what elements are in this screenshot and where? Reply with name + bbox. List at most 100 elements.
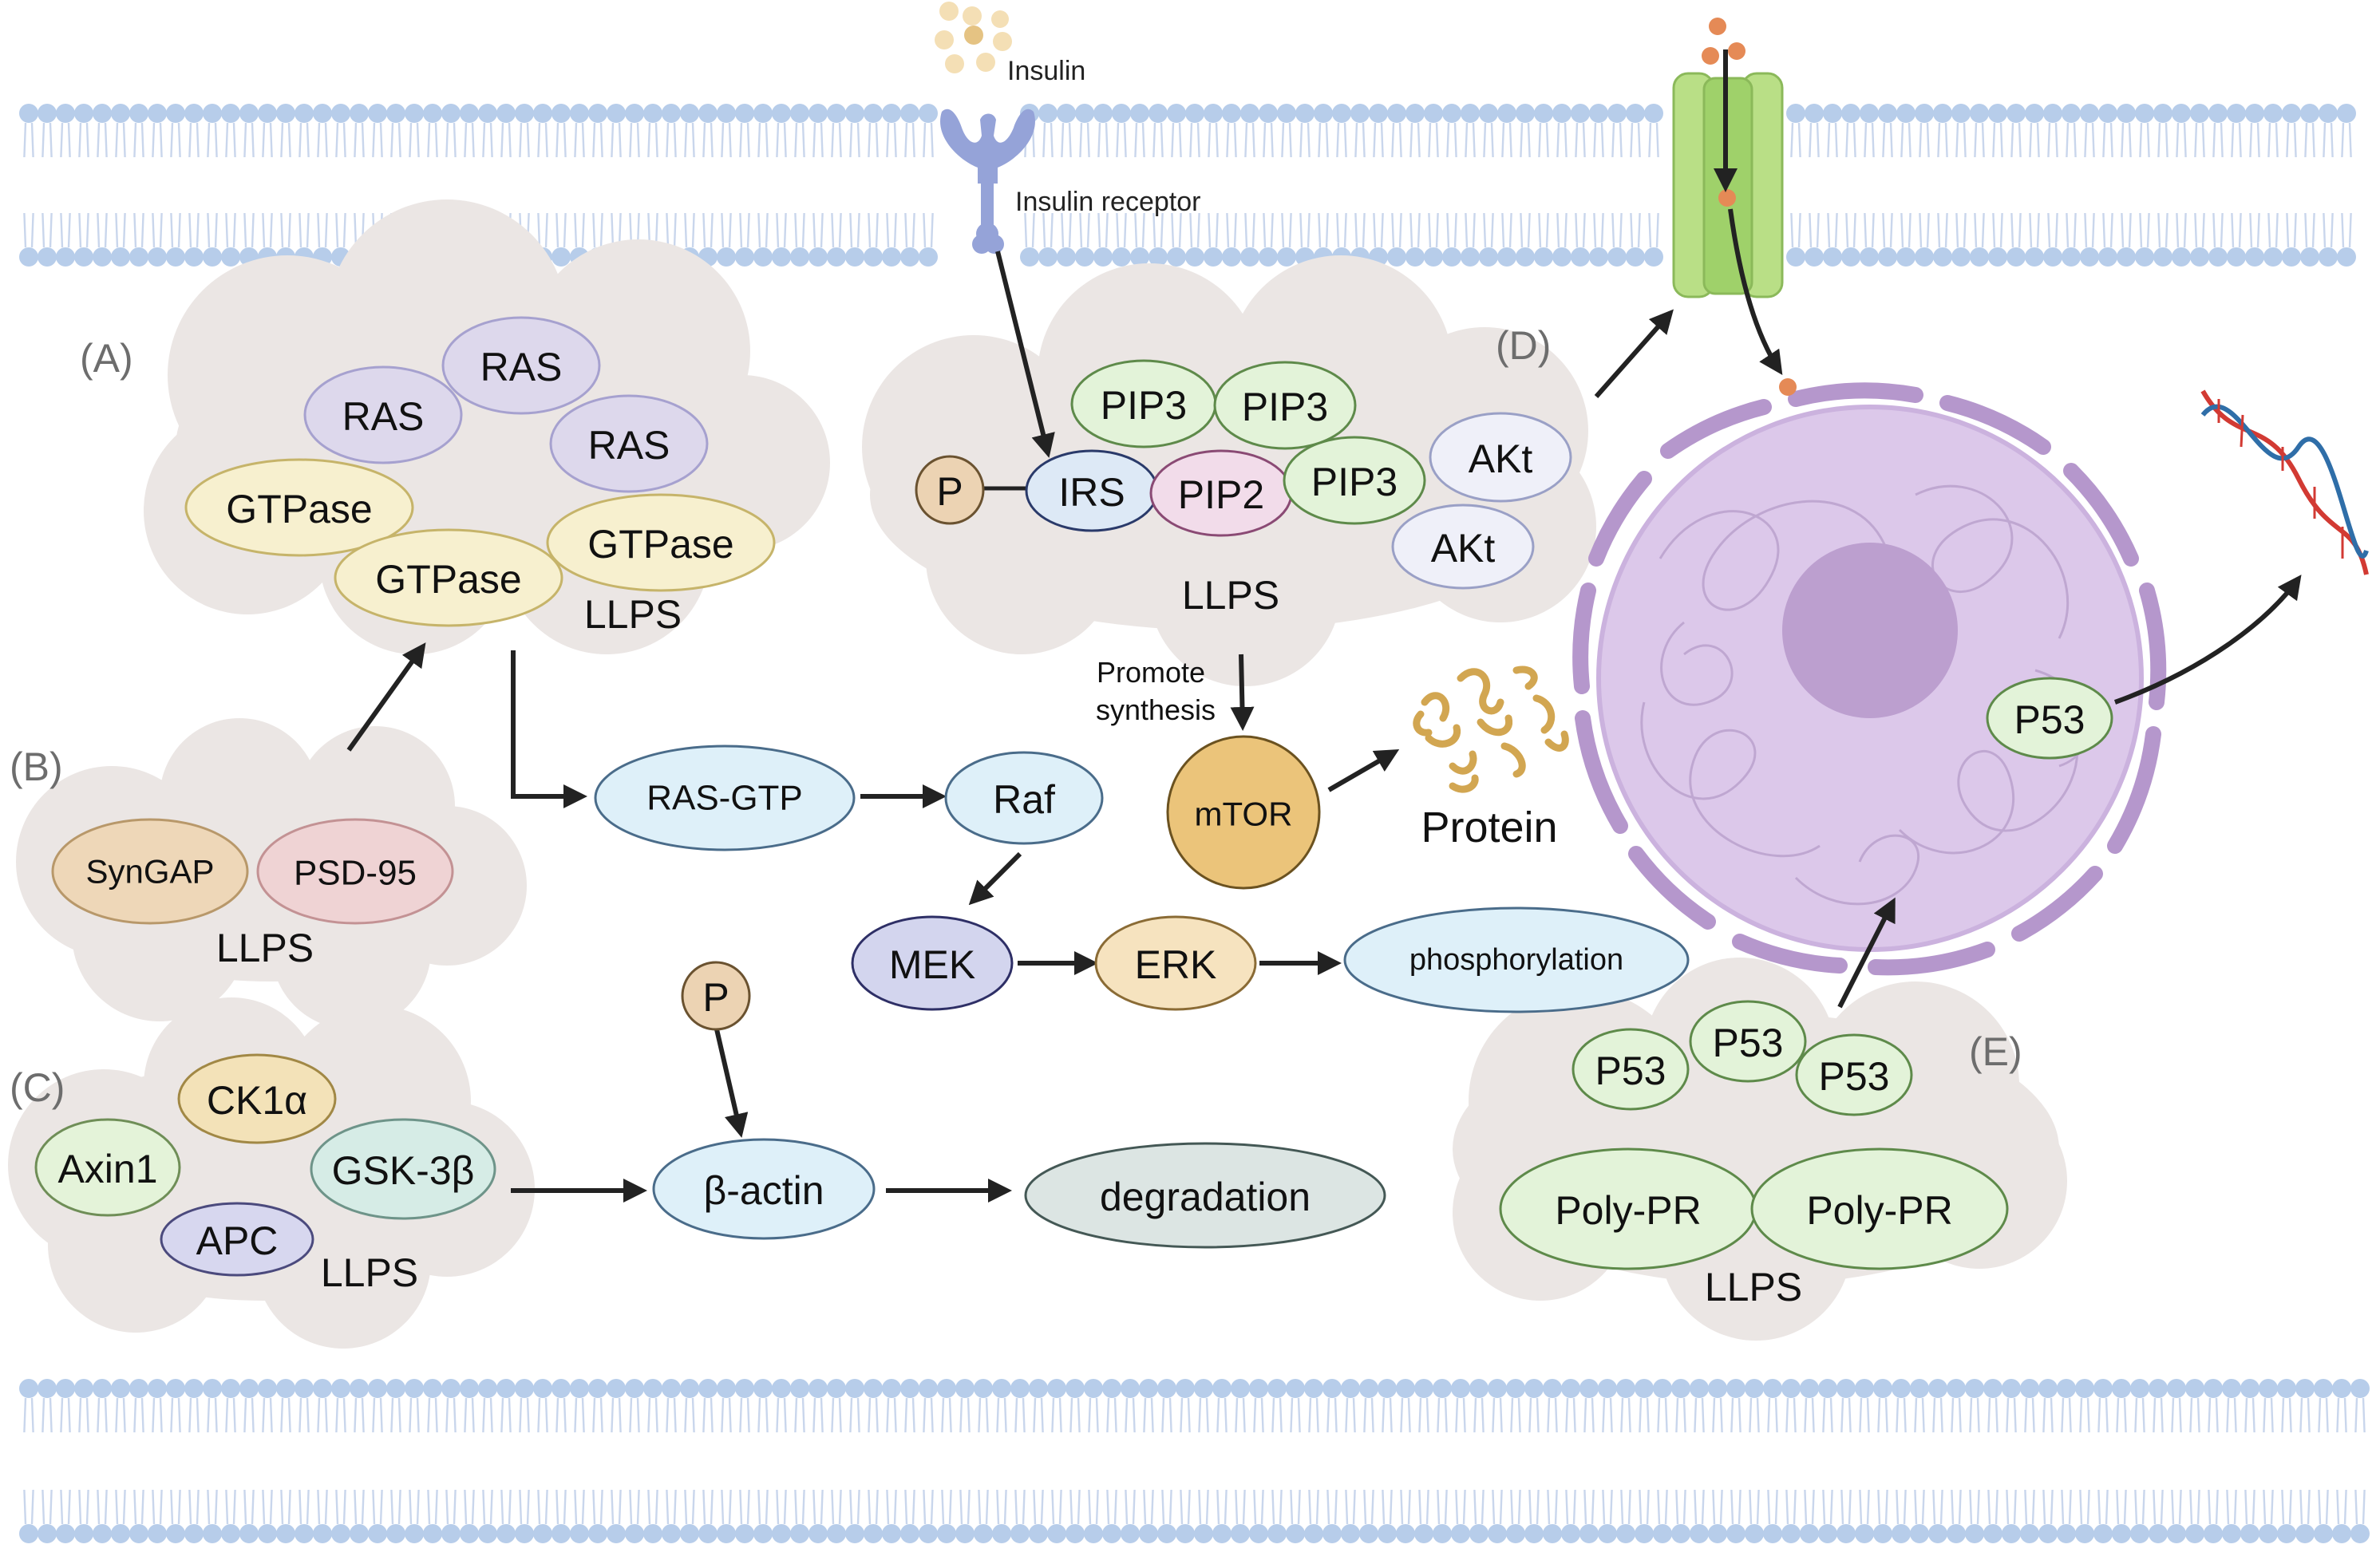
insulin-receptor-icon [940,109,1035,254]
insulin-label: Insulin [1007,56,1085,86]
node-p53-1: P53 [1572,1028,1690,1111]
svg-text:P53: P53 [2014,697,2085,742]
node-beta-actin: β-actin [652,1138,876,1240]
node-gtpase-1: GTPase [184,458,414,557]
svg-text:PIP3: PIP3 [1242,385,1328,429]
node-p53-2: P53 [1689,1000,1807,1083]
llps-label-b: LLPS [216,926,314,970]
svg-text:AKt: AKt [1431,526,1496,571]
node-pip3-3: PIP3 [1283,436,1426,525]
ion-dot [1728,42,1745,60]
svg-text:Raf: Raf [993,777,1055,822]
promote-label-line2: synthesis [1096,693,1216,726]
node-phosphorylation: phosphorylation [1343,906,1690,1013]
svg-text:SynGAP: SynGAP [85,853,214,891]
svg-text:RAS: RAS [342,394,425,439]
arrow-raf-to-mek [968,851,1022,906]
svg-text:P: P [702,975,729,1020]
ion-channel [1672,18,1797,396]
node-ras-3: RAS [549,394,709,493]
svg-text:CK1α: CK1α [207,1078,307,1123]
arrow-p-to-beta-actin [714,1029,749,1138]
svg-text:APC: APC [196,1218,279,1263]
arrow-ion-to-nucleus [1728,208,1783,375]
svg-text:Poly-PR: Poly-PR [1555,1188,1701,1233]
protein-icon [1413,666,1569,793]
svg-text:GTPase: GTPase [587,522,733,567]
node-pip3-2: PIP3 [1213,361,1357,450]
node-mek: MEK [851,915,1014,1011]
panel-label-c: (C) [10,1065,65,1110]
node-degradation: degradation [1024,1142,1386,1249]
arrow-d-to-channel [1594,309,1674,398]
node-poly-pr-2: Poly-PR [1750,1147,2009,1270]
svg-text:AKt: AKt [1469,436,1533,481]
node-mtor: mTOR [1166,735,1321,890]
svg-text:Poly-PR: Poly-PR [1806,1188,1952,1233]
node-akt-1: AKt [1429,412,1572,503]
llps-label-e: LLPS [1705,1265,1802,1309]
svg-text:mTOR: mTOR [1195,796,1293,833]
node-poly-pr-1: Poly-PR [1499,1147,1757,1270]
llps-label-d: LLPS [1182,573,1279,618]
svg-text:Axin1: Axin1 [57,1147,157,1191]
arrow-b-to-a [346,642,426,752]
svg-text:IRS: IRS [1058,470,1125,515]
nucleolus [1782,543,1958,718]
node-apc: APC [160,1202,314,1277]
svg-text:GTPase: GTPase [375,557,521,602]
svg-text:P53: P53 [1595,1049,1666,1093]
svg-text:PSD-95: PSD-95 [294,854,417,893]
svg-text:PIP3: PIP3 [1311,460,1398,504]
node-gsk3b: GSK-3β [310,1118,496,1220]
ion-dot [1779,378,1797,396]
llps-label-c: LLPS [321,1250,418,1295]
protein-label: Protein [1421,804,1557,851]
node-nucleus-p53: P53 [1986,677,2113,760]
cell-membrane-bottom [19,1379,2370,1543]
svg-text:degradation: degradation [1100,1175,1311,1219]
node-gtpase-3: GTPase [334,528,563,627]
node-akt-2: AKt [1391,504,1535,590]
svg-text:PIP2: PIP2 [1178,472,1264,517]
svg-text:GSK-3β: GSK-3β [332,1148,475,1193]
node-gtpase-2: GTPase [546,493,776,592]
svg-text:P53: P53 [1713,1021,1784,1065]
arrows [346,49,2302,1203]
svg-text:MEK: MEK [889,942,975,987]
svg-text:RAS: RAS [588,423,670,468]
node-p-beta-actin: P [681,961,751,1031]
svg-text:P: P [936,469,963,514]
svg-text:ERK: ERK [1135,942,1217,987]
svg-text:β-actin: β-actin [703,1168,824,1213]
svg-text:GTPase: GTPase [226,487,372,531]
llps-label-a: LLPS [584,592,682,637]
node-ras-1: RAS [303,365,463,464]
node-ras-gtp: RAS-GTP [594,745,856,851]
node-pip2: PIP2 [1149,449,1293,537]
panel-label-a: (A) [80,336,133,381]
node-ck1a: CK1α [177,1053,337,1144]
svg-text:RAS-GTP: RAS-GTP [646,779,803,818]
promote-label-line1: Promote [1097,656,1205,689]
svg-text:RAS: RAS [480,345,563,389]
node-pip3-1: PIP3 [1070,359,1217,448]
arrow-mtor-to-protein [1327,748,1400,792]
ion-dot [1702,47,1719,65]
node-p53-3: P53 [1795,1033,1913,1116]
svg-text:PIP3: PIP3 [1101,383,1187,428]
node-raf: Raf [944,751,1104,845]
svg-text:P53: P53 [1819,1054,1890,1099]
node-psd95: PSD-95 [256,818,454,925]
node-p-irs: P [915,455,985,525]
svg-text:phosphorylation: phosphorylation [1409,943,1623,977]
arrow-p53-to-dna [2113,575,2302,705]
panel-label-e: (E) [1969,1029,2022,1074]
node-irs: IRS [1025,449,1159,532]
dna-helix-icon [2200,389,2369,575]
arrow-receptor-to-irs [995,251,1055,458]
panel-label-d: (D) [1496,323,1551,368]
node-syngap: SynGAP [51,818,249,925]
ion-dot [1718,189,1736,207]
